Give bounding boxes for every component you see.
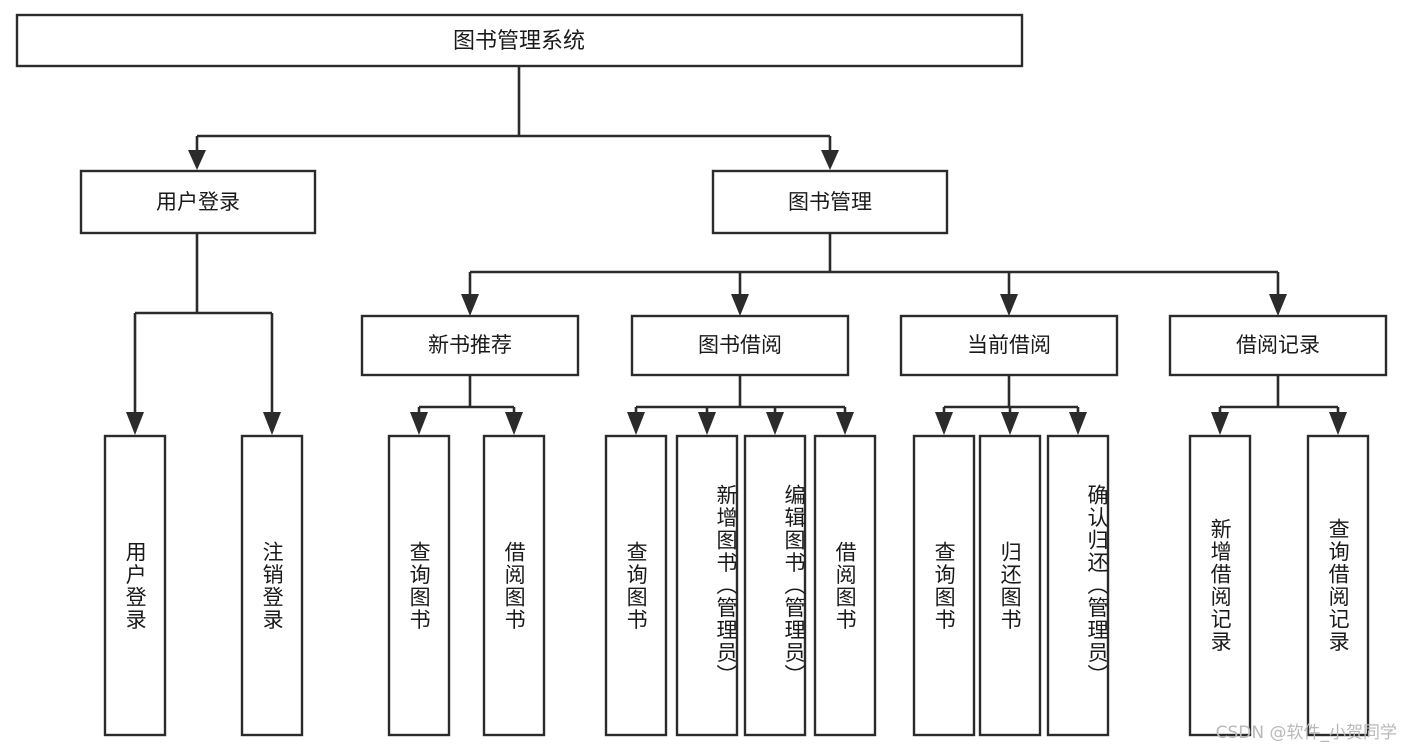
leaf-box-book-borrow-3[interactable] (743, 434, 807, 737)
arrow-head-br-leaf1 (1211, 412, 1229, 435)
arrow-head-new-book (461, 294, 479, 316)
arrow-head-cb-leaf3 (1069, 412, 1087, 435)
node-new-book-recommend-label: 新书推荐 (428, 333, 512, 357)
leaf-box-new-book-1[interactable] (387, 434, 451, 737)
node-user-login-box[interactable] (79, 169, 317, 235)
node-book-borrow[interactable]: 图书借阅 (630, 314, 850, 377)
arrow-head-br-leaf2 (1329, 412, 1347, 435)
node-new-book-recommend[interactable]: 新书推荐 (360, 314, 580, 377)
node-user-login-label: 用户登录 (156, 190, 240, 214)
arrow-head-ul-leaf2 (263, 412, 281, 435)
leaf-box-current-borrow-1[interactable] (912, 434, 976, 737)
node-current-borrow[interactable]: 当前借阅 (899, 314, 1119, 377)
node-book-borrow-box[interactable] (630, 314, 850, 377)
node-root-box[interactable] (15, 13, 1024, 68)
node-current-borrow-label: 当前借阅 (967, 333, 1051, 357)
node-root[interactable]: 图书管理系统 (15, 13, 1024, 68)
node-book-manage-label: 图书管理 (788, 190, 872, 214)
node-root-label: 图书管理系统 (453, 29, 585, 54)
leaf-box-current-borrow-2[interactable] (978, 434, 1042, 737)
arrow-head-nb-leaf1 (410, 412, 428, 435)
node-book-manage[interactable]: 图书管理 (711, 169, 949, 235)
leaf-box-new-book-2[interactable] (482, 434, 546, 737)
node-new-book-recommend-box[interactable] (360, 314, 580, 377)
arrow-head-bb-leaf4 (836, 412, 854, 435)
node-user-login[interactable]: 用户登录 (79, 169, 317, 235)
node-book-manage-box[interactable] (711, 169, 949, 235)
arrow-head-cb-leaf1 (935, 412, 953, 435)
arrow-head-cb-leaf2 (1001, 412, 1019, 435)
leaf-box-user-login-1[interactable] (103, 434, 167, 737)
node-borrow-record[interactable]: 借阅记录 (1168, 314, 1388, 377)
arrow-head-borrow-record (1269, 294, 1287, 316)
arrow-head-book-manage (821, 150, 839, 170)
leaf-box-group (103, 434, 1370, 737)
leaf-box-user-login-2[interactable] (240, 434, 304, 737)
leaf-box-book-borrow-1[interactable] (604, 434, 668, 737)
leaf-box-book-borrow-4[interactable] (813, 434, 877, 737)
arrow-head-bb-leaf2 (698, 412, 716, 435)
arrow-head-bb-leaf3 (766, 412, 784, 435)
leaf-box-current-borrow-3[interactable] (1046, 434, 1110, 737)
arrow-head-nb-leaf2 (505, 412, 523, 435)
node-current-borrow-box[interactable] (899, 314, 1119, 377)
arrow-head-ul-leaf1 (126, 412, 144, 435)
node-borrow-record-label: 借阅记录 (1236, 333, 1320, 357)
leaf-box-borrow-record-1[interactable] (1188, 434, 1252, 737)
arrow-head-current-borrow (1000, 294, 1018, 316)
leaf-box-borrow-record-2[interactable] (1306, 434, 1370, 737)
connector-group (126, 66, 1347, 435)
arrow-head-book-borrow (731, 294, 749, 316)
arrow-head-user-login (188, 150, 206, 170)
leaf-box-book-borrow-2[interactable] (675, 434, 739, 737)
node-borrow-record-box[interactable] (1168, 314, 1388, 377)
node-book-borrow-label: 图书借阅 (698, 333, 782, 357)
arrow-head-bb-leaf1 (627, 412, 645, 435)
